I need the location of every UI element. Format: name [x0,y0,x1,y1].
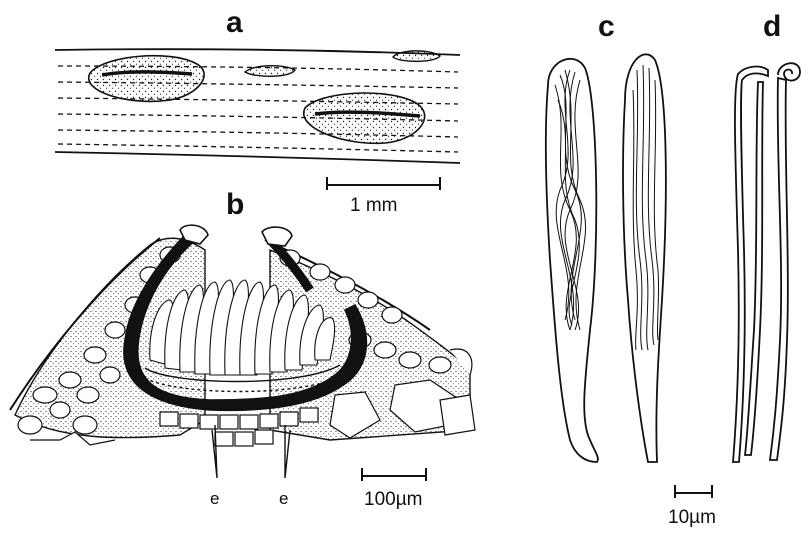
panel-label-b: b [226,190,244,220]
ascus-1 [546,59,598,462]
scale-label-100um: 100µm [364,490,422,509]
lesion-small-1 [245,66,295,77]
panel-label-a: a [226,8,243,38]
scale-label-10um: 10µm [668,508,716,527]
panel-c-asci [546,54,666,462]
panel-b-ascoma-section [10,225,475,478]
panel-a-leaf-surface [55,49,460,163]
ascus-2 [623,54,666,462]
annotation-e-right: e [279,490,288,507]
lesion-small-2 [393,51,440,62]
panel-label-c: c [598,12,615,42]
scale-bar-c [675,485,712,498]
panel-label-d: d [763,12,781,42]
lesion-1 [89,56,204,102]
scale-bar-a [327,177,440,190]
scale-label-1mm: 1 mm [350,196,398,215]
annotation-e-left: e [210,490,219,507]
lesion-2 [304,93,425,143]
scale-bar-b [362,468,426,481]
panel-d-ascospores [733,63,800,462]
